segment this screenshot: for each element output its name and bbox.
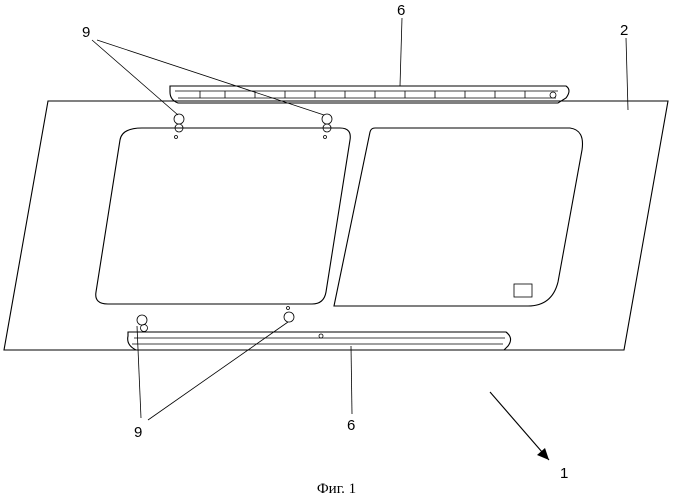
leader-lines — [92, 18, 628, 420]
fastener-bottom-right — [284, 307, 294, 323]
label-9-top: 9 — [82, 24, 90, 41]
patent-drawing: 9 6 2 9 6 1 — [0, 0, 673, 480]
fastener-top-right — [322, 114, 332, 139]
figure-caption: Фиг. 1 — [0, 481, 673, 498]
fastener-top-left — [174, 114, 184, 139]
right-window — [334, 128, 583, 306]
label-6-top: 6 — [397, 2, 405, 19]
label-1: 1 — [560, 465, 568, 480]
label-6-bottom: 6 — [347, 417, 355, 434]
label-9-bottom: 9 — [134, 424, 142, 441]
window-latch — [514, 284, 532, 297]
top-rail-slots — [200, 91, 525, 98]
direction-arrow-icon — [490, 392, 549, 460]
bottom-rail — [128, 332, 511, 350]
label-2: 2 — [620, 22, 628, 39]
fastener-bottom-left — [137, 315, 148, 332]
left-window — [96, 128, 351, 304]
